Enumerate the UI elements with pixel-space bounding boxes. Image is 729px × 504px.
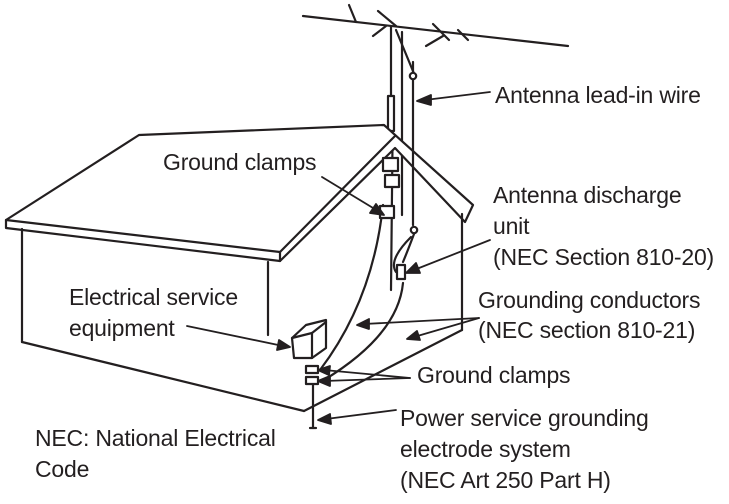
label-line: Antenna discharge: [493, 182, 682, 208]
label-nec-note: NEC: National Electrical Code: [35, 423, 276, 485]
label-line: Power service grounding: [400, 405, 649, 431]
label-line: electrode system: [400, 436, 571, 462]
label-electrical-service-equipment: Electrical service equipment: [69, 282, 238, 344]
discharge-unit-box: [395, 263, 407, 281]
service-box: [290, 318, 328, 360]
label-line: (NEC Art 250 Part H): [400, 467, 611, 493]
label-ground-clamps-top: Ground clamps: [163, 148, 317, 176]
label-power-service-grounding: Power service grounding electrode system…: [400, 403, 649, 496]
label-line: equipment: [69, 315, 175, 341]
antenna-mast: [386, 24, 404, 292]
label-line: Code: [35, 456, 90, 482]
label-line: unit: [493, 213, 530, 239]
electrode-ground-clamps: [304, 364, 320, 430]
house-roof: [4, 123, 475, 263]
label-line: Ground clamps: [163, 149, 317, 175]
grounding-conductor-wires: [318, 203, 413, 382]
leader-arrows: [186, 91, 491, 425]
label-line: (NEC section 810-21): [478, 317, 696, 343]
label-antenna-discharge-unit: Antenna discharge unit (NEC Section 810-…: [493, 180, 714, 273]
antenna-array: [301, 3, 570, 78]
label-line: NEC: National Electrical: [35, 425, 276, 451]
label-line: (NEC Section 810-20): [493, 244, 714, 270]
label-ground-clamps-bottom: Ground clamps: [417, 361, 571, 389]
label-line: Electrical service: [69, 284, 238, 310]
mast-ground-clamps: [378, 156, 401, 220]
label-line: Ground clamps: [417, 362, 571, 388]
label-antenna-lead-in-wire: Antenna lead-in wire: [495, 81, 701, 109]
label-line: Antenna lead-in wire: [495, 82, 701, 108]
label-line: Grounding conductors: [478, 287, 701, 313]
label-grounding-conductors: Grounding conductors (NEC section 810-21…: [478, 285, 701, 345]
house-body: [20, 212, 464, 413]
lead-in-wire: [401, 60, 419, 264]
